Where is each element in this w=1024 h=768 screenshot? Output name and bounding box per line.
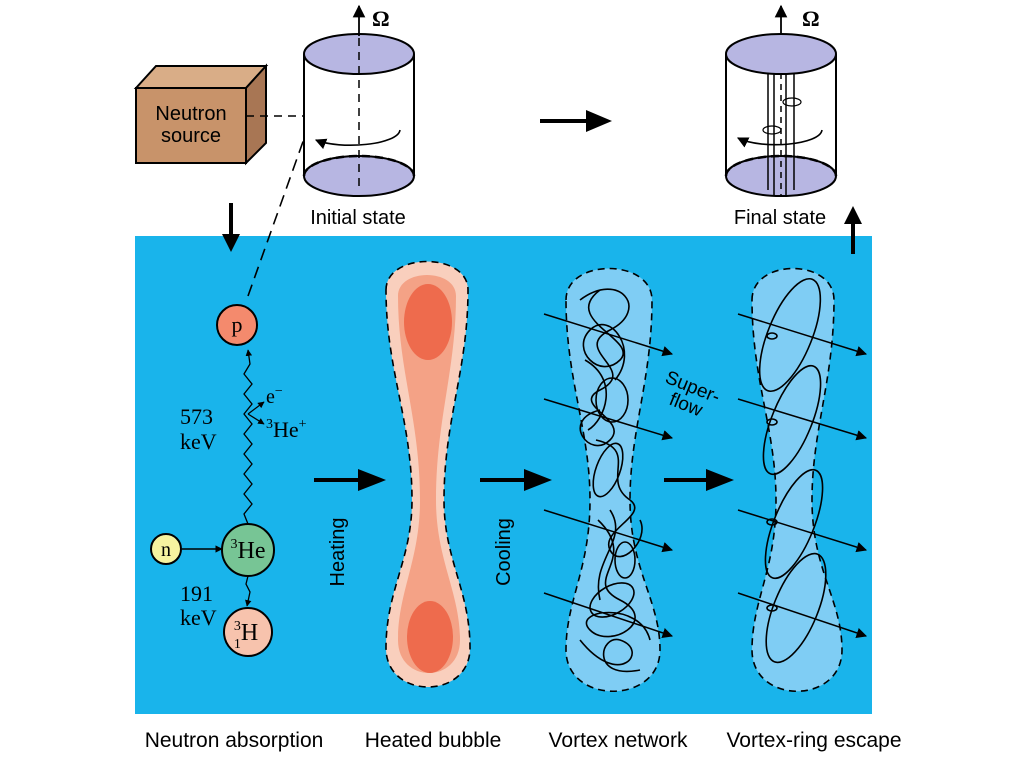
caption-neutron-absorption: Neutron absorption	[145, 729, 324, 752]
cooling-arrow-icon	[480, 469, 552, 491]
proton-particle	[216, 304, 258, 346]
omega-label-right: Ω	[802, 6, 820, 31]
caption-vortex-ring-escape: Vortex-ring escape	[726, 729, 901, 752]
proton-label: p	[232, 312, 243, 337]
cooling-label: Cooling	[493, 518, 515, 586]
neutron-label: n	[161, 539, 171, 561]
proton-track-line	[247, 121, 311, 297]
helium3-particle	[221, 523, 275, 577]
initial-state-cylinder	[302, 4, 416, 197]
electron-label: e−	[266, 384, 283, 408]
final-state-label: Final state	[734, 207, 826, 229]
reaction-scheme	[150, 304, 275, 657]
initial-state-label: Initial state	[310, 207, 406, 229]
neutron-particle	[150, 533, 182, 565]
omega-label-left: Ω	[372, 6, 390, 31]
energy-191-value: 191	[180, 581, 213, 606]
energy-573-value: 573	[180, 404, 213, 429]
escape-arrow-icon	[664, 469, 734, 491]
state-transition-arrow-icon	[540, 110, 612, 132]
neutron-source-label-line2: source	[161, 125, 221, 147]
heating-label: Heating	[327, 518, 349, 587]
energy-573-unit: keV	[180, 429, 217, 454]
up-arrow-icon	[844, 206, 862, 254]
final-state-cylinder	[724, 4, 838, 197]
caption-heated-bubble: Heated bubble	[365, 729, 502, 752]
heating-arrow-icon	[314, 469, 386, 491]
helium-ion-label: 3He+	[266, 417, 307, 442]
vortex-network	[543, 267, 674, 692]
vortex-ring-escape	[737, 267, 868, 692]
neutron-source-label-line1: Neutron	[155, 103, 226, 125]
tritium-particle	[223, 607, 273, 657]
heated-bubble	[385, 260, 471, 688]
energy-191-unit: keV	[180, 605, 217, 630]
neutron-source-box: Neutron source	[133, 63, 269, 166]
helium3-label: 3He	[231, 537, 266, 564]
down-arrow-icon	[222, 203, 240, 252]
caption-vortex-network: Vortex network	[549, 729, 688, 752]
